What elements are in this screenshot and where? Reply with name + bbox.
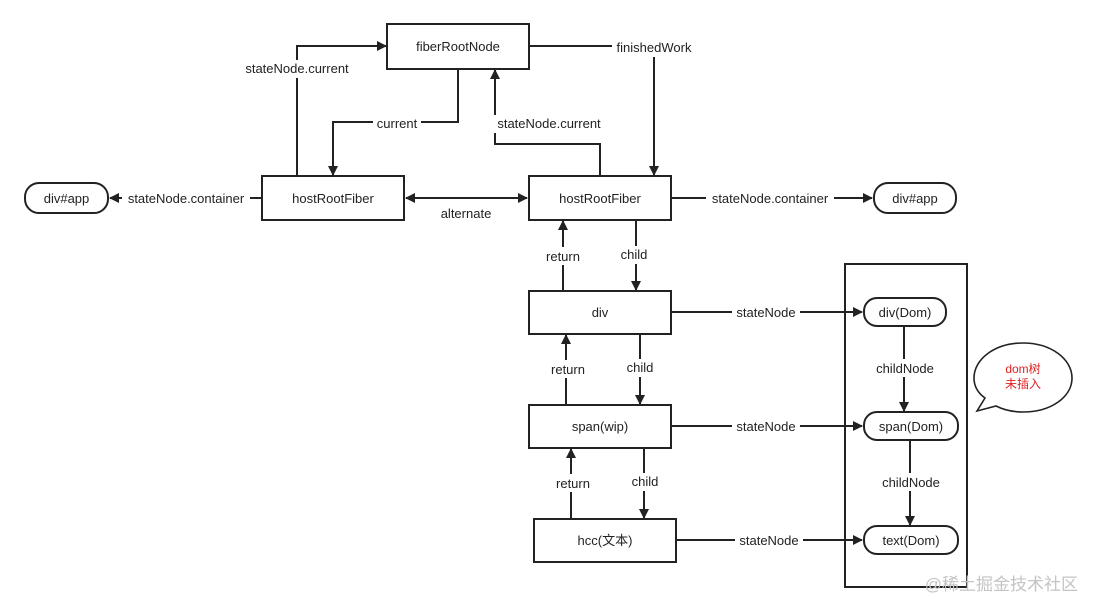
node-host-root-fiber-new: hostRootFiber (528, 175, 672, 221)
node-div-app-right: div#app (873, 182, 957, 214)
edge-label-state-node-current-right: stateNode.current (497, 116, 601, 131)
node-hcc-fiber-label: hcc(文本) (578, 533, 633, 548)
edge-label-current: current (377, 116, 418, 131)
edge-label-alternate: alternate (441, 206, 492, 221)
edge-label-child-3: child (632, 474, 659, 489)
node-div-dom-label: div(Dom) (879, 305, 932, 320)
edge-label-state-node-container-left: stateNode.container (128, 191, 245, 206)
node-span-fiber-label: span(wip) (572, 419, 628, 434)
edge-label-return-1: return (546, 249, 580, 264)
node-div-fiber-label: div (592, 305, 609, 320)
node-host-root-fiber-old: hostRootFiber (261, 175, 405, 221)
edge-label-return-2: return (551, 362, 585, 377)
node-span-dom: span(Dom) (863, 411, 959, 441)
node-div-app-right-label: div#app (892, 191, 938, 206)
node-fiber-root-node-label: fiberRootNode (416, 39, 500, 54)
edge-label-state-node-hcc: stateNode (739, 533, 798, 548)
node-host-root-fiber-old-label: hostRootFiber (292, 191, 374, 206)
node-div-app-left: div#app (24, 182, 109, 214)
node-div-app-left-label: div#app (44, 191, 90, 206)
edge-label-state-node-span: stateNode (736, 419, 795, 434)
edge-state-node-current-right (490, 69, 601, 177)
edge-finished-work (530, 45, 659, 176)
edge-label-return-3: return (556, 476, 590, 491)
node-fiber-root-node: fiberRootNode (386, 23, 530, 70)
callout-line-1: dom树 (1005, 361, 1040, 376)
node-span-fiber: span(wip) (528, 404, 672, 449)
node-span-dom-label: span(Dom) (879, 419, 943, 434)
edge-label-child-2: child (627, 360, 654, 375)
node-div-dom: div(Dom) (863, 297, 947, 327)
callout-line-2: 未插入 (1005, 377, 1041, 391)
node-host-root-fiber-new-label: hostRootFiber (559, 191, 641, 206)
edge-label-child-node-1: childNode (876, 361, 934, 376)
node-text-dom: text(Dom) (863, 525, 959, 555)
edge-label-child-1: child (621, 247, 648, 262)
node-hcc-fiber: hcc(文本) (533, 518, 677, 563)
edge-label-child-node-2: childNode (882, 475, 940, 490)
node-div-fiber: div (528, 290, 672, 335)
edge-label-state-node-container-right: stateNode.container (712, 191, 829, 206)
edge-label-state-node-current-left: stateNode.current (245, 61, 349, 76)
callout-bubble: dom树 未插入 (973, 342, 1073, 413)
node-text-dom-label: text(Dom) (882, 533, 939, 548)
edge-label-state-node-div: stateNode (736, 305, 795, 320)
watermark: @稀土掘金技术社区 (925, 575, 1078, 594)
edge-label-finished-work: finishedWork (617, 40, 692, 55)
edge-state-node-current-left (296, 41, 387, 177)
